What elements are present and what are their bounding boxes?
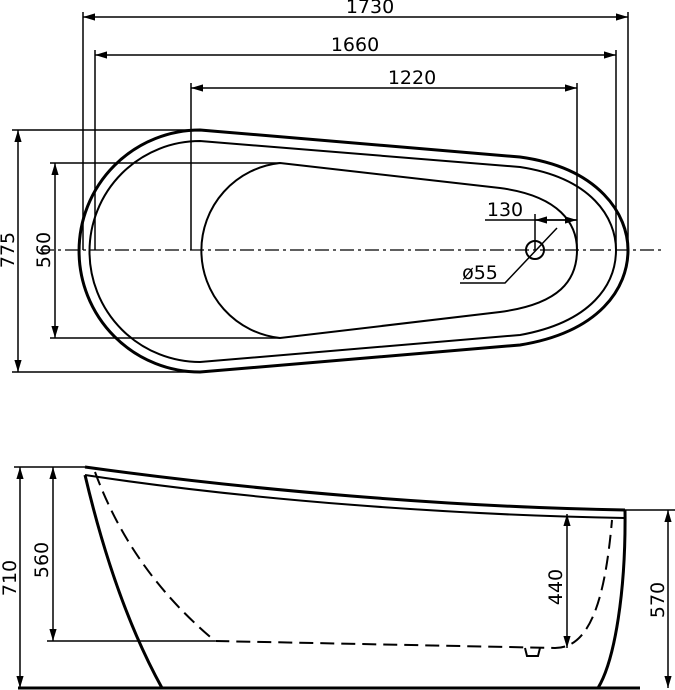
top-view: 1730 1660 1220 775 560 130 ø55 [0, 0, 662, 374]
side-view: 710 560 440 570 [0, 465, 675, 690]
dim-710: 710 [0, 560, 21, 596]
dim-560-side: 560 [31, 542, 53, 578]
dim-570: 570 [647, 582, 669, 618]
dim-1220: 1220 [388, 67, 436, 89]
extension-lines [12, 12, 629, 373]
dim-775: 775 [0, 232, 19, 268]
drain-bump [524, 647, 541, 657]
dim-130: 130 [487, 199, 523, 221]
top-rim [84, 465, 626, 512]
outer-outline [77, 128, 630, 374]
basin-outline [200, 161, 579, 340]
inner-basin-hidden [94, 471, 613, 650]
side-extension-lines [14, 466, 675, 642]
dim-line-drain [460, 227, 558, 284]
dim-drain-diameter: ø55 [462, 262, 498, 284]
rim-outline [88, 139, 618, 364]
dim-440: 440 [545, 569, 567, 605]
dim-560-top: 560 [33, 232, 55, 268]
rim-lower-line [84, 474, 626, 519]
dim-1730: 1730 [346, 0, 394, 18]
body-left-side [83, 474, 164, 689]
dim-1660: 1660 [331, 34, 379, 56]
body-right-side [596, 509, 627, 689]
